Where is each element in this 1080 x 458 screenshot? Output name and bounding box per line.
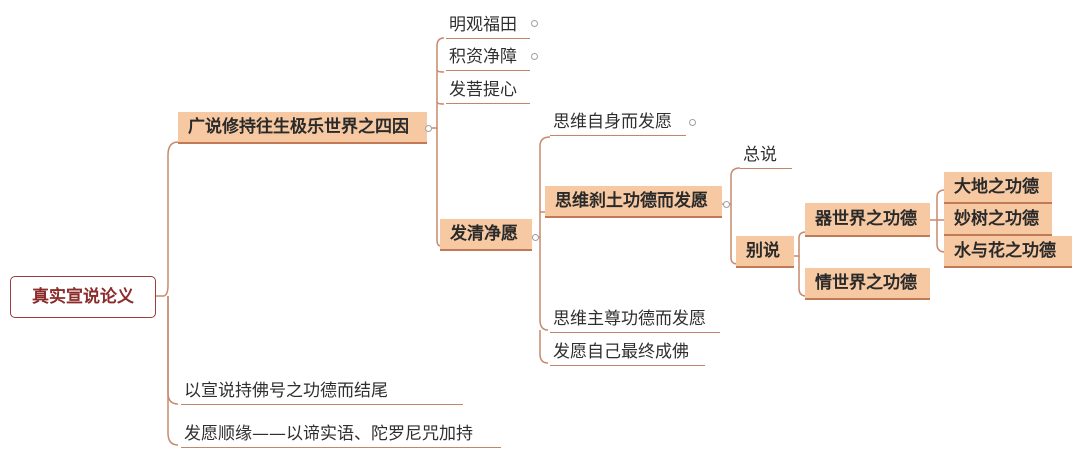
node-earth-merit: 大地之功德: [944, 172, 1052, 204]
node-favorable-conditions: 发愿顺缘——以谛实语、陀罗尼咒加持: [181, 422, 501, 448]
node-pure-vow: 发清净愿: [440, 219, 532, 251]
collapse-indicator-icon[interactable]: [532, 234, 539, 241]
node-conclusion-merit: 以宣说持佛号之功德而结尾: [181, 379, 463, 405]
node-self-vow: 思维自身而发愿: [550, 110, 686, 136]
collapse-indicator-icon[interactable]: [425, 125, 432, 132]
node-four-causes: 广说修持往生极乐世界之四因: [178, 112, 427, 144]
node-general-explanation: 总说: [740, 143, 792, 169]
node-final-buddhahood: 发愿自己最终成佛: [550, 340, 705, 366]
node-detailed-explanation: 别说: [736, 236, 794, 268]
node-accumulate-merit: 积资净障: [446, 45, 530, 71]
node-tree-merit: 妙树之功德: [944, 204, 1052, 236]
collapse-indicator-icon[interactable]: [689, 119, 696, 126]
root-node: 真实宣说论义: [10, 276, 156, 318]
node-water-flower-merit: 水与花之功德: [944, 236, 1072, 268]
node-bodhicitta: 发菩提心: [446, 78, 530, 104]
collapse-indicator-icon[interactable]: [723, 201, 730, 208]
collapse-indicator-icon[interactable]: [531, 53, 538, 60]
node-sentient-world: 情世界之功德: [805, 268, 930, 300]
node-pureland-vow: 思维刹土功德而发愿: [545, 186, 722, 218]
collapse-indicator-icon[interactable]: [531, 20, 538, 27]
node-lord-vow: 思维主尊功德而发愿: [550, 307, 720, 333]
node-vessel-world: 器世界之功德: [805, 203, 930, 237]
node-visualize-field: 明观福田: [446, 13, 530, 39]
